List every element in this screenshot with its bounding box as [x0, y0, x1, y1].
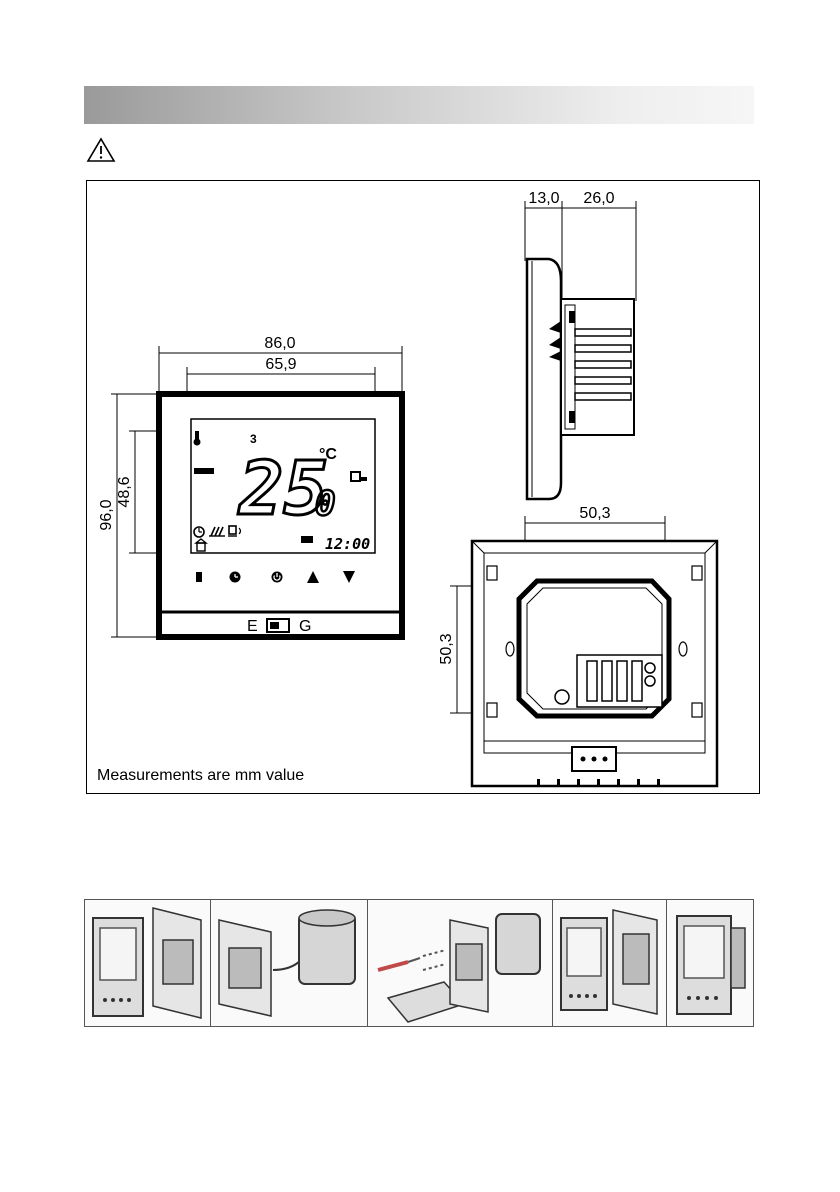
display-time: 12:00	[325, 535, 370, 553]
switch-label-e: E	[247, 618, 258, 635]
dim-front-height-outer: 96,0	[98, 499, 115, 530]
display-temperature-decimal: 0	[315, 484, 335, 524]
menu-button-icon	[196, 572, 202, 582]
period-number: 3	[250, 432, 257, 446]
install-step-5	[667, 900, 753, 1026]
clock-button-icon	[230, 572, 241, 583]
dim-front-height-inner: 48,6	[116, 476, 133, 507]
dim-front-width-outer: 86,0	[264, 335, 295, 352]
warning-triangle-icon	[86, 137, 116, 163]
back-view: 50,3 50,3	[438, 505, 717, 786]
dim-front-width-inner: 65,9	[265, 356, 296, 373]
measurement-note: Measurements are mm value	[97, 767, 304, 785]
room-label-icon	[194, 468, 214, 474]
section-header-bar	[84, 86, 754, 124]
installation-steps-strip	[84, 899, 754, 1027]
install-step-4	[553, 900, 667, 1026]
install-step-1	[85, 900, 211, 1026]
front-view: 86,0 65,9 96,0 48,6 3	[98, 335, 402, 637]
dim-side-depth-front: 13,0	[528, 190, 559, 207]
dimension-drawing: 86,0 65,9 96,0 48,6 3	[86, 180, 760, 794]
power-button-icon	[272, 572, 283, 583]
install-step-2	[211, 900, 368, 1026]
day-label-icon	[301, 536, 313, 543]
dim-side-depth-back: 26,0	[583, 190, 614, 207]
dim-back-box-height: 50,3	[438, 633, 455, 664]
dim-back-box-width: 50,3	[579, 505, 610, 522]
install-step-3	[368, 900, 553, 1026]
side-view: 13,0 26,0	[525, 190, 636, 499]
switch-label-g: G	[299, 618, 311, 635]
display-unit: °C	[319, 446, 337, 463]
